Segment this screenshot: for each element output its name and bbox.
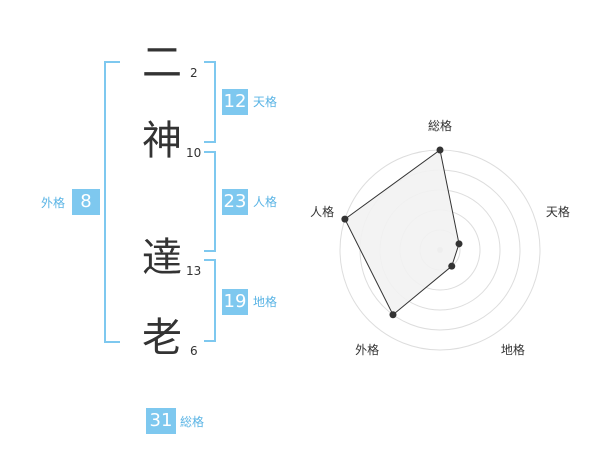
stroke-count-2: 10 (186, 146, 202, 160)
radar-point-2 (455, 240, 463, 248)
gaikaku-value: 8 (72, 189, 100, 215)
radar-axis-label-5: 人格 (310, 204, 335, 219)
jinkaku-bracket (204, 151, 216, 252)
gaikaku-label: 外格 (41, 196, 66, 210)
soukaku-value: 31 (146, 408, 176, 434)
tenkaku-bracket (204, 61, 216, 143)
radar-series-polygon (344, 149, 460, 316)
radar-axis-label-4: 外格 (355, 343, 380, 358)
soukaku-label: 総格 (180, 415, 205, 429)
radar-axis-label-2: 天格 (545, 204, 570, 219)
name-char-2: 神 (142, 118, 182, 164)
radar-point-3 (448, 262, 456, 270)
jinkaku-value: 23 (222, 189, 248, 215)
stroke-count-3: 13 (186, 264, 202, 278)
stroke-count-4: 6 (190, 344, 198, 358)
chikaku-bracket (204, 259, 216, 342)
chikaku-label: 地格 (253, 295, 278, 309)
name-char-1: 二 (142, 40, 182, 86)
name-char-3: 達 (142, 235, 182, 281)
radar-point-5 (341, 215, 349, 223)
jinkaku-label: 人格 (253, 195, 278, 209)
radar-point-1 (436, 146, 444, 154)
stroke-count-1: 2 (190, 66, 198, 80)
name-char-4: 老 (142, 315, 182, 361)
radar-axis-label-3: 地格 (500, 343, 525, 358)
gaikaku-bracket (104, 61, 120, 343)
radar-point-4 (389, 311, 397, 319)
chikaku-value: 19 (222, 289, 248, 315)
radar-axis-label-1: 総格 (428, 119, 453, 133)
tenkaku-value: 12 (222, 89, 248, 115)
tenkaku-label: 天格 (253, 95, 278, 109)
